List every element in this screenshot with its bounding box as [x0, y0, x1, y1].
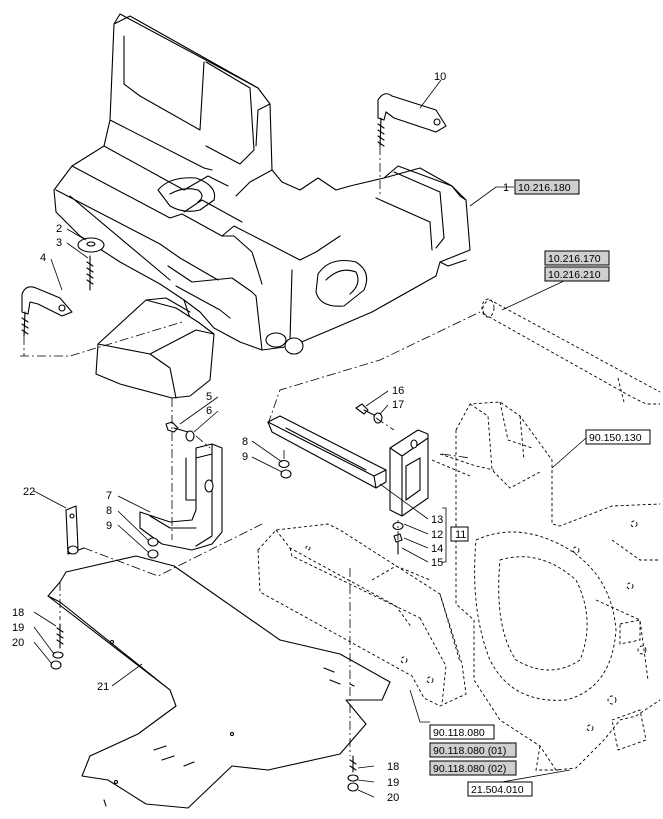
tank-front-lug[interactable] [95, 297, 215, 399]
callout-12: 12 [431, 529, 443, 541]
callout-7: 7 [106, 490, 112, 502]
nut-20-left[interactable] [50, 660, 62, 670]
transmission-housing [431, 401, 661, 771]
callout-group-11[interactable]: 11 [450, 526, 469, 542]
callout-19-bottom: 19 [387, 777, 399, 789]
callout-9-lower: 9 [106, 520, 112, 532]
svg-text:10.216.210: 10.216.210 [548, 269, 601, 281]
bolt-18-left[interactable] [56, 623, 64, 649]
ref-90-118-080[interactable]: 90.118.080 [429, 724, 495, 740]
mounting-bracket-7[interactable] [139, 443, 223, 551]
callout-14: 14 [431, 543, 443, 555]
ref-10-216-210[interactable]: 10.216.210 [544, 266, 610, 282]
svg-text:21.504.010: 21.504.010 [471, 784, 524, 796]
bolt-18-bottom[interactable] [349, 755, 357, 773]
callout-11: 11 [455, 529, 466, 541]
callout-17: 17 [392, 399, 404, 411]
washer-19-bottom[interactable] [347, 774, 359, 782]
callout-16: 16 [392, 385, 404, 397]
bolt-16[interactable] [355, 403, 377, 417]
support-rail-13[interactable] [267, 415, 387, 489]
nut-8-upper[interactable] [278, 459, 290, 469]
bolt-5[interactable] [165, 421, 189, 433]
nut-8-lower[interactable] [147, 537, 159, 547]
ref-90-150-130[interactable]: 90.150.130 [585, 429, 651, 445]
callout-15: 15 [431, 557, 443, 569]
side-bracket-12[interactable] [389, 429, 429, 517]
strap-bracket-4[interactable] [21, 286, 73, 337]
callout-1: 1 [503, 182, 509, 194]
front-axle-shaft [481, 298, 661, 405]
ref-10-216-170[interactable]: 10.216.170 [544, 250, 610, 266]
callout-13: 13 [431, 514, 443, 526]
callout-19-left: 19 [12, 622, 24, 634]
svg-text:90.150.130: 90.150.130 [589, 432, 642, 444]
callout-21: 21 [97, 681, 109, 693]
strap-bracket-10[interactable] [377, 93, 447, 147]
svg-text:10.216.170: 10.216.170 [548, 253, 601, 265]
ref-10-216-180[interactable]: 10.216.180 [514, 179, 580, 195]
ref-21-504-010[interactable]: 21.504.010 [467, 781, 533, 797]
callout-4: 4 [40, 252, 46, 264]
bolt-3[interactable] [86, 255, 94, 291]
svg-text:10.216.180: 10.216.180 [518, 182, 571, 194]
svg-text:90.118.080: 90.118.080 [433, 727, 485, 739]
callout-8-lower: 8 [106, 505, 112, 517]
callout-20-bottom: 20 [387, 792, 399, 804]
tank-edge-line [69, 195, 171, 281]
svg-text:90.118.080 (01): 90.118.080 (01) [433, 745, 506, 757]
callout-3: 3 [56, 237, 62, 249]
callout-22: 22 [23, 486, 35, 498]
ref-90-118-080-02[interactable]: 90.118.080 (02) [429, 760, 517, 776]
svg-text:90.118.080 (02): 90.118.080 (02) [433, 763, 506, 775]
callout-2: 2 [56, 223, 62, 235]
washer-19-left[interactable] [52, 651, 64, 659]
washer-2[interactable] [77, 237, 105, 253]
ref-90-118-080-01[interactable]: 90.118.080 (01) [429, 742, 517, 758]
callout-5: 5 [206, 391, 212, 403]
callout-labels: 10 1 2 3 4 5 6 16 17 8 9 7 8 9 22 13 12 … [12, 71, 509, 804]
callout-18-left: 18 [12, 607, 24, 619]
washer-6[interactable] [185, 430, 195, 442]
callout-8-upper: 8 [242, 436, 248, 448]
callout-10: 10 [434, 71, 446, 83]
alignment-lines [20, 146, 481, 756]
callout-6: 6 [206, 405, 212, 417]
nut-9-lower[interactable] [147, 549, 159, 559]
nut-20-bottom[interactable] [347, 782, 359, 792]
bracket-22[interactable] [65, 505, 85, 555]
callout-18-bottom: 18 [387, 761, 399, 773]
callout-20-left: 20 [12, 637, 24, 649]
callout-9-upper: 9 [242, 451, 248, 463]
side-rail-frame [257, 523, 467, 707]
fuel-tank[interactable] [53, 13, 471, 355]
nut-9-upper[interactable] [280, 469, 292, 479]
